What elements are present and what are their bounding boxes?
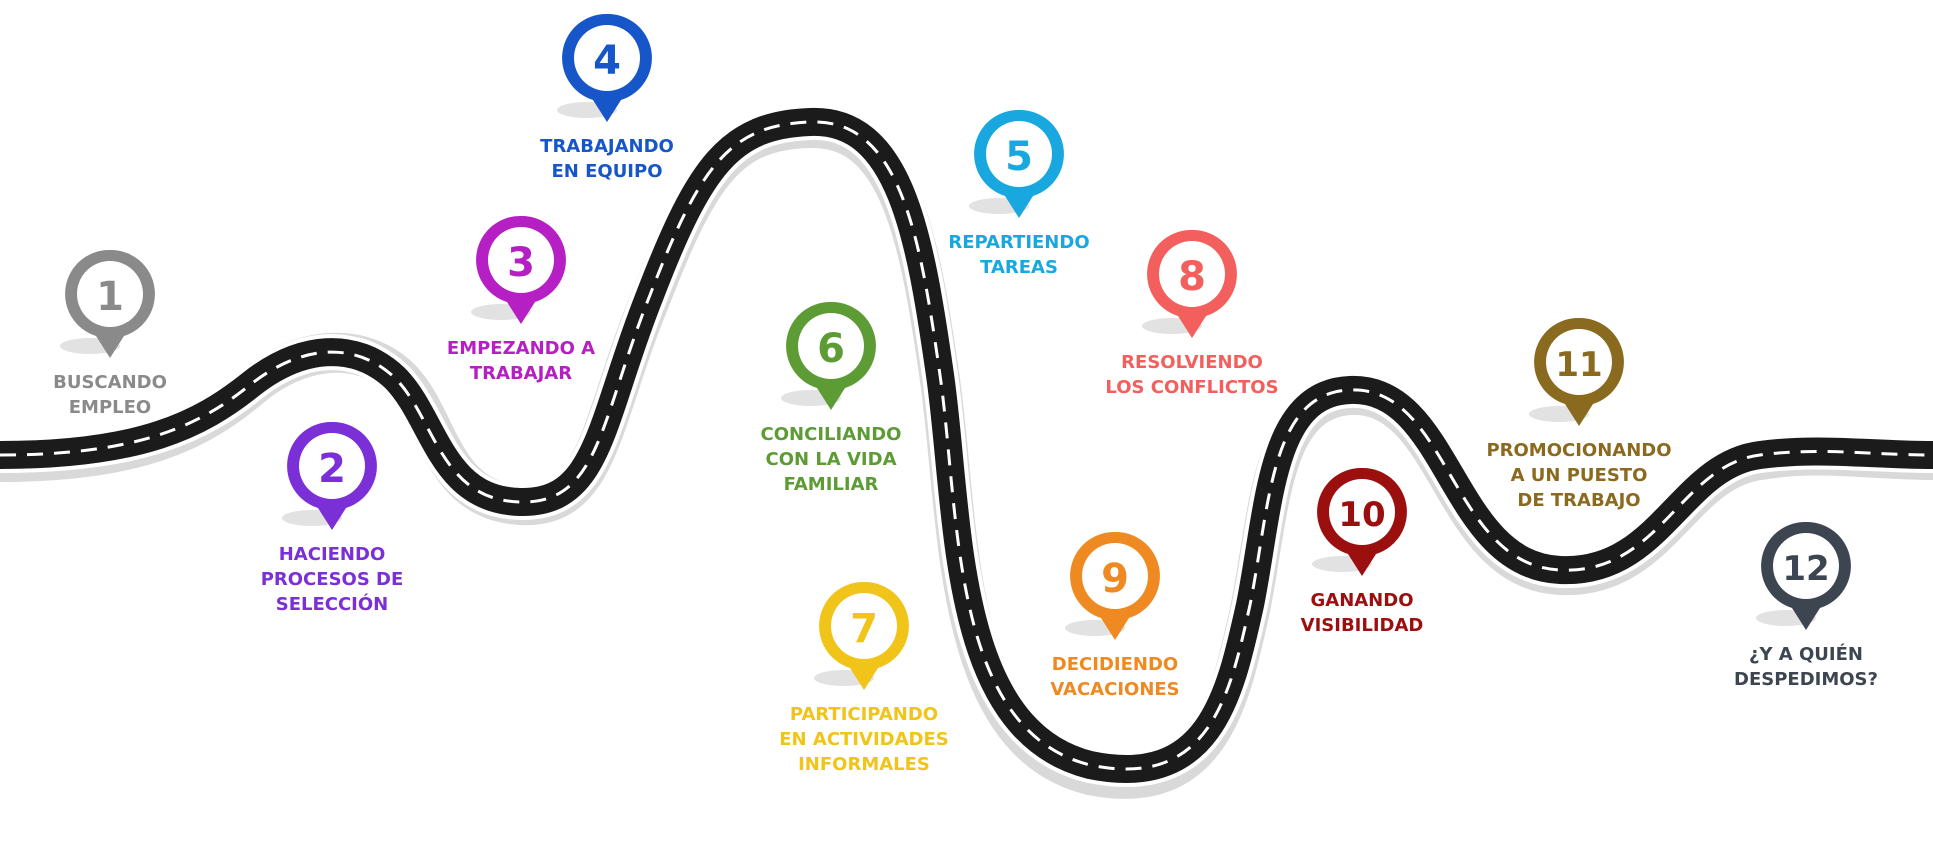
milestone-label-line3: INFORMALES — [798, 754, 930, 775]
milestone-label: CONCILIANDO CON LA VIDA FAMILIAR — [711, 422, 951, 497]
milestone-label-line2: LOS CONFLICTOS — [1105, 377, 1279, 398]
milestone-label-line1: RESOLVIENDO — [1121, 352, 1263, 373]
milestone-number: 11 — [1555, 345, 1603, 385]
milestone-number: 4 — [593, 38, 621, 84]
map-pin-icon: 9 — [1065, 530, 1165, 640]
milestone-label: HACIENDO PROCESOS DE SELECCIÓN — [212, 542, 452, 617]
map-pin-icon: 3 — [471, 214, 571, 324]
milestone-label-line2: CON LA VIDA — [765, 449, 897, 470]
milestone-label: RESOLVIENDO LOS CONFLICTOS — [1072, 350, 1312, 400]
milestone-label-line1: BUSCANDO — [53, 372, 167, 393]
milestone-label-line2: TAREAS — [980, 257, 1058, 278]
milestone-label-line1: REPARTIENDO — [948, 232, 1090, 253]
milestone-label-line1: TRABAJANDO — [540, 136, 674, 157]
milestone-label-line1: EMPEZANDO A — [446, 338, 596, 359]
milestone-number: 5 — [1005, 134, 1033, 180]
map-pin-icon: 1 — [60, 248, 160, 358]
map-pin-icon: 6 — [781, 300, 881, 410]
map-pin-icon: 11 — [1529, 316, 1629, 426]
milestone-label-line1: GANANDO — [1310, 590, 1414, 611]
milestone-label-line1: CONCILIANDO — [760, 424, 902, 445]
milestone-label-line2: EMPLEO — [68, 397, 152, 418]
map-pin-icon: 7 — [814, 580, 914, 690]
milestone-label-line3: FAMILIAR — [783, 474, 879, 495]
milestone-label-line2: VISIBILIDAD — [1300, 615, 1424, 636]
map-pin-icon: 5 — [969, 108, 1069, 218]
milestone-label-line3: DE TRABAJO — [1517, 490, 1641, 511]
milestone-label: GANANDO VISIBILIDAD — [1242, 588, 1482, 638]
milestone-number: 8 — [1178, 254, 1206, 300]
map-pin-icon: 4 — [557, 12, 657, 122]
milestone-number: 9 — [1101, 556, 1129, 602]
milestone-label-line2: PROCESOS DE — [260, 569, 404, 590]
milestone-label-line2: EN ACTIVIDADES — [779, 729, 949, 750]
milestone-label-line3: SELECCIÓN — [275, 594, 389, 615]
map-pin-icon: 10 — [1312, 466, 1412, 576]
milestone-label-line2: TRABAJAR — [469, 363, 573, 384]
milestone-label-line1: ¿Y A QUIÉN — [1749, 644, 1863, 665]
milestone-label-line1: DECIDIENDO — [1051, 654, 1179, 675]
milestone-label: TRABAJANDO EN EQUIPO — [487, 134, 727, 184]
milestone-label-line1: PROMOCIONANDO — [1486, 440, 1672, 461]
milestone-number: 6 — [817, 326, 845, 372]
milestone-label: PROMOCIONANDO A UN PUESTO DE TRABAJO — [1459, 438, 1699, 513]
milestone-number: 2 — [318, 446, 346, 492]
milestone-number: 12 — [1782, 549, 1830, 589]
milestone-number: 3 — [507, 240, 535, 286]
milestone-label: DECIDIENDO VACACIONES — [995, 652, 1235, 702]
road-center-dashes — [0, 120, 1933, 771]
milestone-label-line2: EN EQUIPO — [551, 161, 663, 182]
milestone-number: 1 — [96, 274, 124, 320]
milestone-label-line2: VACACIONES — [1050, 679, 1180, 700]
milestone-label: BUSCANDO EMPLEO — [0, 370, 230, 420]
milestone-label: REPARTIENDO TAREAS — [899, 230, 1139, 280]
map-pin-icon: 8 — [1142, 228, 1242, 338]
map-pin-icon: 12 — [1756, 520, 1856, 630]
milestone-label: PARTICIPANDO EN ACTIVIDADES INFORMALES — [744, 702, 984, 777]
milestone-label-line2: DESPEDIMOS? — [1734, 669, 1878, 690]
milestone-label: EMPEZANDO A TRABAJAR — [401, 336, 641, 386]
milestone-label-line1: HACIENDO — [278, 544, 386, 565]
map-pin-icon: 2 — [282, 420, 382, 530]
milestone-number: 10 — [1338, 495, 1386, 535]
milestone-label-line1: PARTICIPANDO — [789, 704, 939, 725]
milestone-label-line2: A UN PUESTO — [1510, 465, 1648, 486]
milestone-number: 7 — [850, 606, 878, 652]
milestone-label: ¿Y A QUIÉN DESPEDIMOS? — [1686, 642, 1926, 692]
